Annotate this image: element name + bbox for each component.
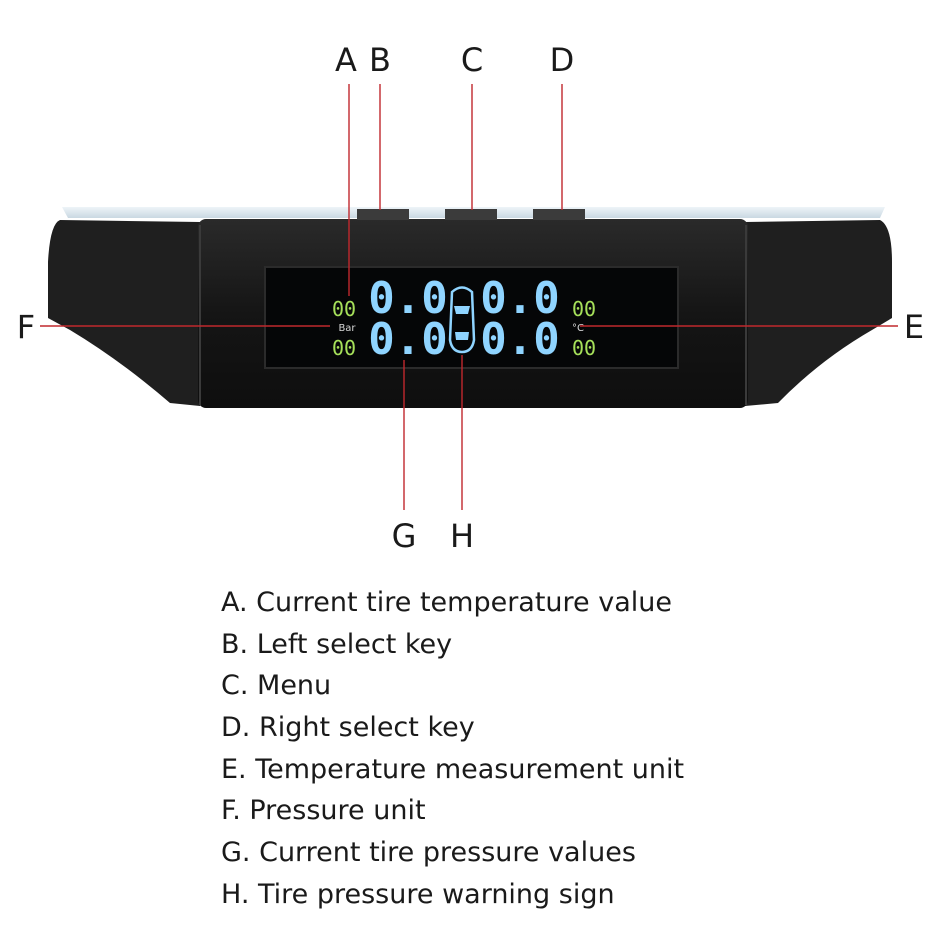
front-right-pressure: 0.0 xyxy=(480,273,559,324)
menu-key[interactable] xyxy=(445,209,497,220)
temperature-unit-label: °C xyxy=(572,323,584,334)
pressure-unit-label: Bar xyxy=(338,323,356,334)
legend-item-d: D. Right select key xyxy=(221,712,475,744)
legend-item-b: B. Left select key xyxy=(221,628,453,660)
rear-left-pressure: 0.0 xyxy=(368,314,447,365)
callout-e: E xyxy=(903,308,925,346)
device-left-wing xyxy=(48,220,200,406)
left-top-temperature: 00 xyxy=(332,297,356,321)
car-top-view-icon xyxy=(448,286,476,354)
left-bottom-temperature: 00 xyxy=(332,336,356,360)
legend-item-h: H. Tire pressure warning sign xyxy=(221,878,615,910)
right-top-temperature: 00 xyxy=(572,297,596,321)
callout-h: H xyxy=(449,517,475,555)
legend-item-e: E. Temperature measurement unit xyxy=(221,753,685,785)
legend-list: A. Current tire temperature value B. Lef… xyxy=(221,585,684,919)
legend-item-f: F. Pressure unit xyxy=(221,795,426,827)
callout-a: A xyxy=(335,41,357,79)
right-bottom-temperature: 00 xyxy=(572,336,596,360)
legend-item-c: C. Menu xyxy=(221,670,332,702)
left-select-key[interactable] xyxy=(357,209,409,220)
callout-d: D xyxy=(549,41,575,79)
leader-lines xyxy=(40,84,898,510)
device-right-wing xyxy=(745,220,892,406)
rear-right-pressure: 0.0 xyxy=(480,314,559,365)
callout-f: F xyxy=(16,308,36,346)
legend-item-a: A. Current tire temperature value xyxy=(221,587,672,618)
callout-c: C xyxy=(460,41,484,79)
lcd-screen xyxy=(264,266,679,369)
callout-g: G xyxy=(391,517,417,555)
right-select-key[interactable] xyxy=(533,209,585,220)
callout-b: B xyxy=(369,41,391,79)
legend-item-g: G. Current tire pressure values xyxy=(221,837,636,869)
front-left-pressure: 0.0 xyxy=(368,273,447,324)
